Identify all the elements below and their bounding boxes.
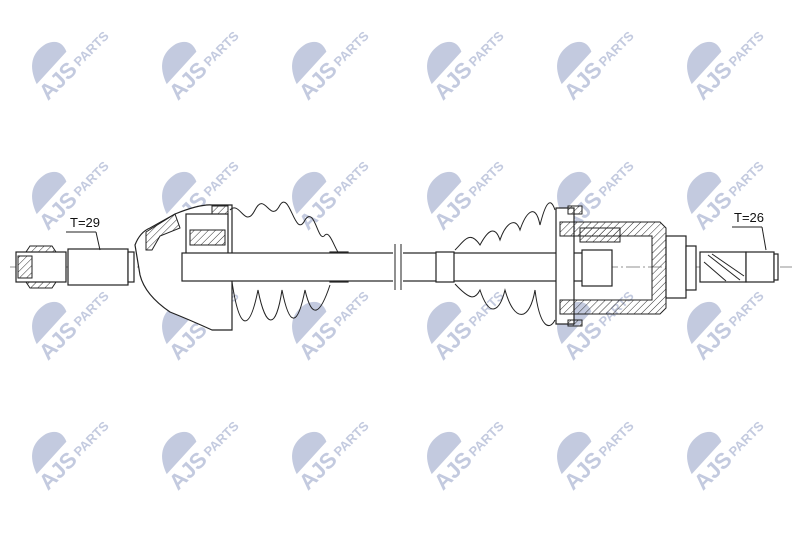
svg-text:PARTS: PARTS (596, 158, 637, 199)
inner-stub-shaft (699, 251, 779, 283)
svg-text:PARTS: PARTS (331, 158, 372, 199)
inner-tripod-joint (555, 205, 697, 327)
left-spline-label: T=29 (66, 215, 101, 251)
svg-text:PARTS: PARTS (331, 288, 372, 329)
svg-text:PARTS: PARTS (71, 418, 112, 459)
drive-shaft: T=29 T=26 (10, 201, 792, 331)
svg-text:PARTS: PARTS (331, 418, 372, 459)
svg-text:PARTS: PARTS (596, 28, 637, 69)
svg-text:PARTS: PARTS (726, 288, 767, 329)
svg-text:PARTS: PARTS (201, 158, 242, 199)
svg-text:PARTS: PARTS (71, 288, 112, 329)
svg-text:PARTS: PARTS (71, 28, 112, 69)
svg-text:PARTS: PARTS (726, 158, 767, 199)
svg-text:PARTS: PARTS (466, 28, 507, 69)
spline-count-left: T=29 (70, 215, 100, 230)
svg-text:PARTS: PARTS (466, 288, 507, 329)
svg-text:PARTS: PARTS (331, 28, 372, 69)
axle-nut (15, 245, 67, 289)
svg-text:PARTS: PARTS (726, 28, 767, 69)
svg-text:PARTS: PARTS (201, 418, 242, 459)
right-spline-label: T=26 (732, 210, 767, 251)
svg-text:PARTS: PARTS (726, 418, 767, 459)
main-shaft (181, 242, 593, 292)
svg-text:PARTS: PARTS (201, 28, 242, 69)
outer-stub-shaft (67, 248, 135, 286)
inner-boot (435, 202, 556, 326)
spline-count-right: T=26 (734, 210, 764, 225)
svg-text:PARTS: PARTS (596, 418, 637, 459)
svg-text:PARTS: PARTS (466, 418, 507, 459)
svg-text:PARTS: PARTS (71, 158, 112, 199)
svg-text:PARTS: PARTS (466, 158, 507, 199)
